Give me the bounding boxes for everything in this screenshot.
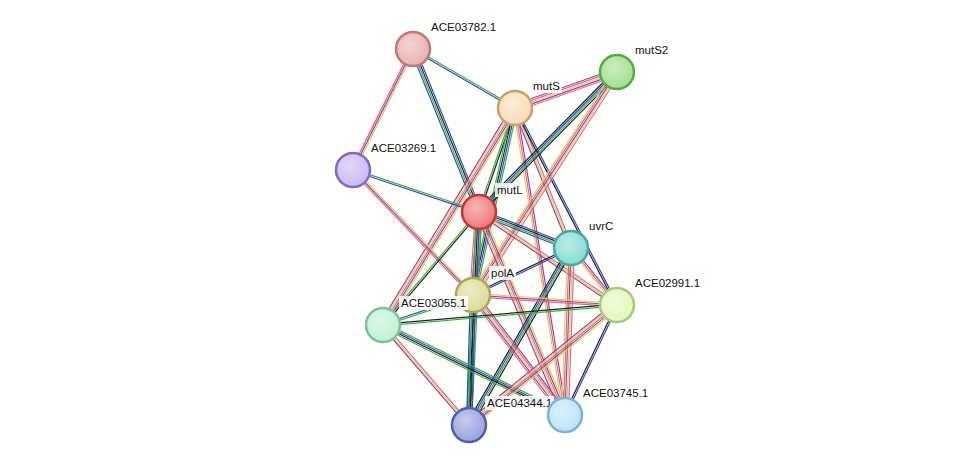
evidence-line (476, 262, 560, 408)
interaction-edge (489, 255, 555, 288)
node-label: ACE02991.1 (633, 276, 702, 290)
protein-node: ACE03782.1 (395, 31, 431, 67)
node-circle (497, 90, 533, 126)
evidence-line (400, 331, 550, 405)
evidence-line (395, 226, 468, 312)
interaction-edge (428, 57, 500, 99)
evidence-line (359, 64, 403, 153)
evidence-line (581, 263, 604, 292)
evidence-line (584, 261, 607, 290)
evidence-line (491, 298, 599, 306)
interaction-edge (364, 182, 462, 283)
node-circle (335, 152, 371, 188)
evidence-line (493, 87, 606, 201)
node-circle (461, 194, 497, 230)
node-circle (365, 307, 401, 343)
interaction-edge (491, 295, 599, 306)
evidence-line (484, 318, 604, 415)
evidence-line (531, 75, 599, 99)
node-circle (553, 230, 589, 266)
node-label: ACE03269.1 (369, 141, 438, 155)
interaction-edge (495, 216, 555, 244)
node-label: ACE04344.1 (485, 396, 554, 410)
evidence-line (467, 313, 470, 407)
interaction-edge (581, 261, 607, 292)
protein-node: ACE03745.1 (547, 397, 583, 433)
evidence-line (484, 88, 608, 281)
node-label: uvrC (587, 219, 615, 233)
evidence-line (491, 84, 604, 198)
evidence-line (422, 65, 474, 195)
interaction-edge (490, 83, 606, 201)
node-label: mutS (531, 79, 562, 93)
evidence-line (364, 184, 459, 283)
evidence-line (490, 257, 556, 288)
protein-node: ACE02991.1 (599, 287, 635, 323)
node-label: polA (489, 266, 516, 280)
node-label: mutS2 (633, 43, 670, 57)
evidence-line (393, 340, 456, 413)
evidence-line (492, 85, 605, 199)
interaction-edge (562, 266, 574, 397)
evidence-line (489, 255, 555, 286)
evidence-line (428, 59, 499, 100)
interaction-edge (481, 314, 605, 417)
evidence-line (429, 57, 500, 98)
node-label: mutL (495, 183, 525, 197)
evidence-line (483, 87, 607, 280)
node-label: ACE03055.1 (399, 296, 468, 310)
evidence-line (562, 266, 567, 397)
node-circle (547, 397, 583, 433)
protein-node: ACE03055.1 (365, 307, 401, 343)
protein-node: uvrC (553, 230, 589, 266)
evidence-line (417, 67, 469, 197)
node-circle (599, 54, 635, 90)
evidence-line (481, 86, 605, 279)
node-label: ACE03782.1 (429, 20, 498, 34)
protein-node: mutS2 (599, 54, 635, 90)
node-circle (395, 31, 431, 67)
protein-node: mutS (497, 90, 533, 126)
node-circle (599, 287, 635, 323)
evidence-line (367, 182, 462, 281)
interaction-edge (417, 65, 474, 197)
evidence-line (490, 83, 603, 197)
evidence-line (365, 183, 460, 282)
protein-node: mutL (461, 194, 497, 230)
evidence-line (421, 65, 473, 195)
protein-node: ACE03269.1 (335, 152, 371, 188)
evidence-line (582, 262, 605, 291)
evidence-line (491, 295, 599, 303)
evidence-line (486, 89, 610, 282)
interaction-edge (394, 225, 468, 312)
evidence-line (485, 319, 605, 416)
interaction-edge (467, 313, 475, 407)
evidence-line (491, 296, 599, 304)
evidence-line (480, 265, 564, 411)
node-label: ACE03745.1 (581, 386, 650, 400)
node-circle (451, 407, 487, 443)
evidence-line (370, 175, 462, 206)
evidence-line (419, 66, 471, 196)
protein-node: ACE04344.1 (451, 407, 487, 443)
